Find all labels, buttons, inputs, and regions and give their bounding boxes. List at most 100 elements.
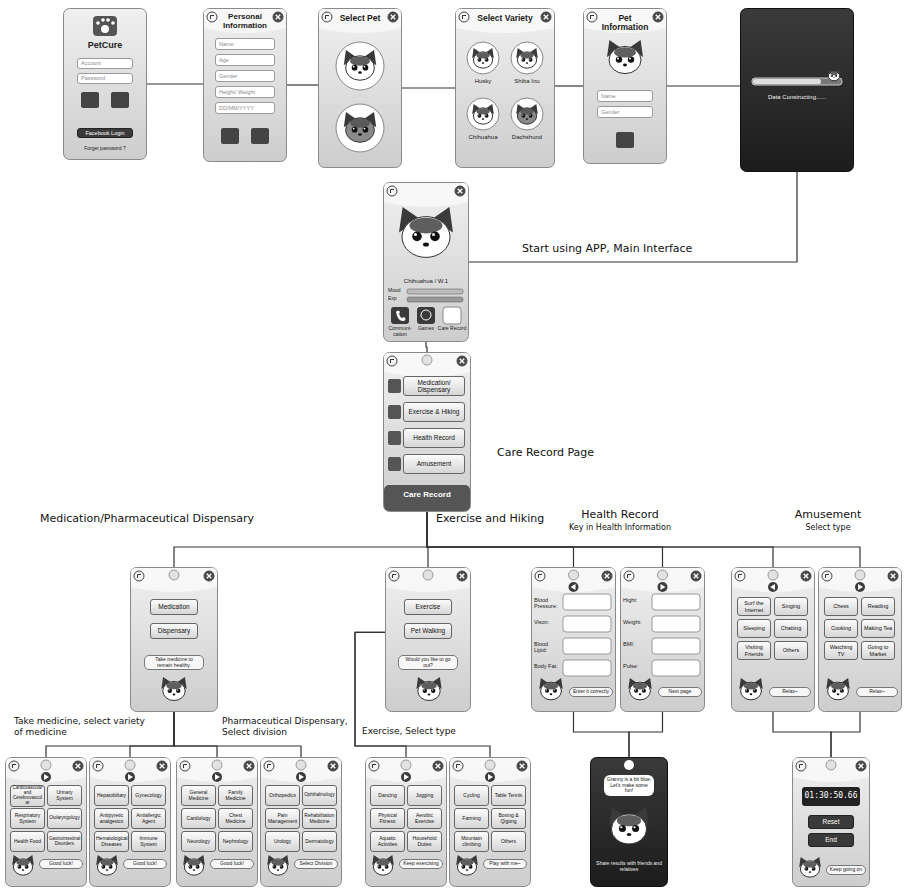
close-icon <box>157 761 167 771</box>
app-button: Mountain climbing <box>454 831 489 852</box>
control-label: Gastrointestinal Disorders <box>48 837 81 847</box>
connector <box>574 712 630 757</box>
back-icon <box>322 12 332 22</box>
connector <box>427 512 574 567</box>
control-label: Cardiology <box>182 816 215 822</box>
control-label: Chess <box>825 603 857 609</box>
app-button: Cycling <box>454 785 489 806</box>
control-label: Dermatology <box>303 839 336 845</box>
pet-illustration <box>372 855 394 875</box>
pet-illustration <box>161 677 186 701</box>
back-icon <box>624 571 634 581</box>
back-icon <box>453 761 463 771</box>
speech-bubble-text: Keep going on <box>826 865 866 875</box>
screen-text: BMI: <box>623 641 651 647</box>
close-icon <box>653 12 663 22</box>
pet-illustration <box>456 855 478 875</box>
back-icon <box>587 12 597 22</box>
page-arrow-icon <box>485 772 495 782</box>
control-label: Cycling <box>455 793 488 799</box>
app-button: Reset <box>808 815 854 829</box>
speech-bubble-text: Would you like to go out? <box>398 655 458 670</box>
app-screen: Relax~Surf the InternetSingingSleepingCh… <box>731 567 815 712</box>
control-label: Height/ Weight <box>216 89 274 95</box>
app-button: Physical Fitness <box>370 808 405 829</box>
app-button: Gastrointestinal Disorders <box>47 831 82 852</box>
screen-text: Personal Information <box>217 13 273 31</box>
screen-text: Vison: <box>534 619 562 625</box>
pet-illustration <box>739 678 762 700</box>
control-label: General Medicine <box>182 790 215 801</box>
screen-text: Exp <box>388 296 406 302</box>
app-button: General Medicine <box>181 785 216 806</box>
speech-bubble-text: Relax~ <box>856 687 898 697</box>
section-label: Select type <box>768 523 888 533</box>
app-screen: Granny is a bit blue. Let's make some fu… <box>590 757 668 887</box>
app-screen: Take medicine to remain healthy.Medicati… <box>130 567 218 712</box>
app-button: End <box>808 833 854 847</box>
app-button: Cardiovascular and Cerebrovascular <box>10 785 45 807</box>
control-label: Antipyretic analgesics <box>95 813 128 824</box>
back-icon <box>93 761 103 771</box>
back-icon <box>389 571 399 581</box>
connector <box>402 87 455 88</box>
pet-illustration <box>472 104 494 124</box>
app-screen: Relax~ChessReadingCookingMaking TeaWatch… <box>818 567 902 712</box>
control-label: Orthopedics <box>266 793 299 799</box>
section-label: Exercise, Select type <box>362 726 482 737</box>
control-label: Rehabilitation Medicine <box>303 813 336 824</box>
close-icon <box>801 571 811 581</box>
back-icon <box>387 356 397 366</box>
app-button: Table Tennis <box>491 785 526 806</box>
back-icon <box>264 761 274 771</box>
control-label: Ophthalmology <box>303 793 336 798</box>
control-label: Sleeping <box>738 625 770 631</box>
app-button: Others <box>491 831 526 852</box>
control-label: Exercise <box>405 603 451 610</box>
app-button: Visiting Friends <box>737 641 771 660</box>
app-button: Urology <box>265 831 300 852</box>
app-button: Sleeping <box>737 619 771 638</box>
page-arrow-icon <box>296 772 306 782</box>
control-label: Name <box>598 93 652 99</box>
screen-text: Pulse: <box>623 663 651 669</box>
control-label: Health Record <box>404 434 464 441</box>
control-label: Age <box>216 57 274 63</box>
pet-illustration <box>267 855 289 875</box>
app-screen: Select VarietyHuskyShiba InuChihuahuaDac… <box>455 8 555 168</box>
close-icon <box>73 761 83 771</box>
back-icon <box>822 571 832 581</box>
page-arrow-icon <box>855 582 865 592</box>
control-label: Medication/ Dispensary <box>404 379 464 393</box>
pet-illustration <box>826 678 849 700</box>
control-label: Visiting Friends <box>738 644 770 656</box>
back-icon <box>387 186 397 196</box>
app-screen: Pet InformationNameGender <box>583 8 667 164</box>
page-arrow-icon <box>125 772 135 782</box>
screen-chrome <box>130 567 218 712</box>
connector <box>667 85 740 86</box>
control-label: Household Duties <box>408 836 441 847</box>
control-label: Gender <box>598 109 652 115</box>
screen-text: Care Record <box>436 326 468 332</box>
input-field: Name <box>597 90 653 102</box>
app-button: Exercise & Hiking <box>403 402 465 422</box>
section-label: Medication/Pharmaceutical Dispensary <box>40 512 290 525</box>
close-icon <box>691 571 701 581</box>
app-screen: Select Pet <box>318 8 402 168</box>
app-button: Immune System <box>131 831 166 852</box>
app-screen: Play with me~CyclingTable TennisFarmingB… <box>449 757 531 887</box>
app-button: Pain Management <box>265 808 300 829</box>
control-label: Hepatobiliary <box>95 793 128 799</box>
screen-text: Hight: <box>623 597 651 603</box>
back-icon <box>535 571 545 581</box>
control-label: Cardiovascular and Cerebrovascular <box>11 786 44 806</box>
screen-text: PetCure <box>63 41 147 51</box>
control-label: Jogging <box>408 793 441 799</box>
close-icon <box>433 761 443 771</box>
control-label: Name <box>216 41 274 47</box>
screen-chrome <box>318 8 402 168</box>
app-button: Watching TV <box>824 641 858 660</box>
app-button: Dermatology <box>302 831 337 852</box>
